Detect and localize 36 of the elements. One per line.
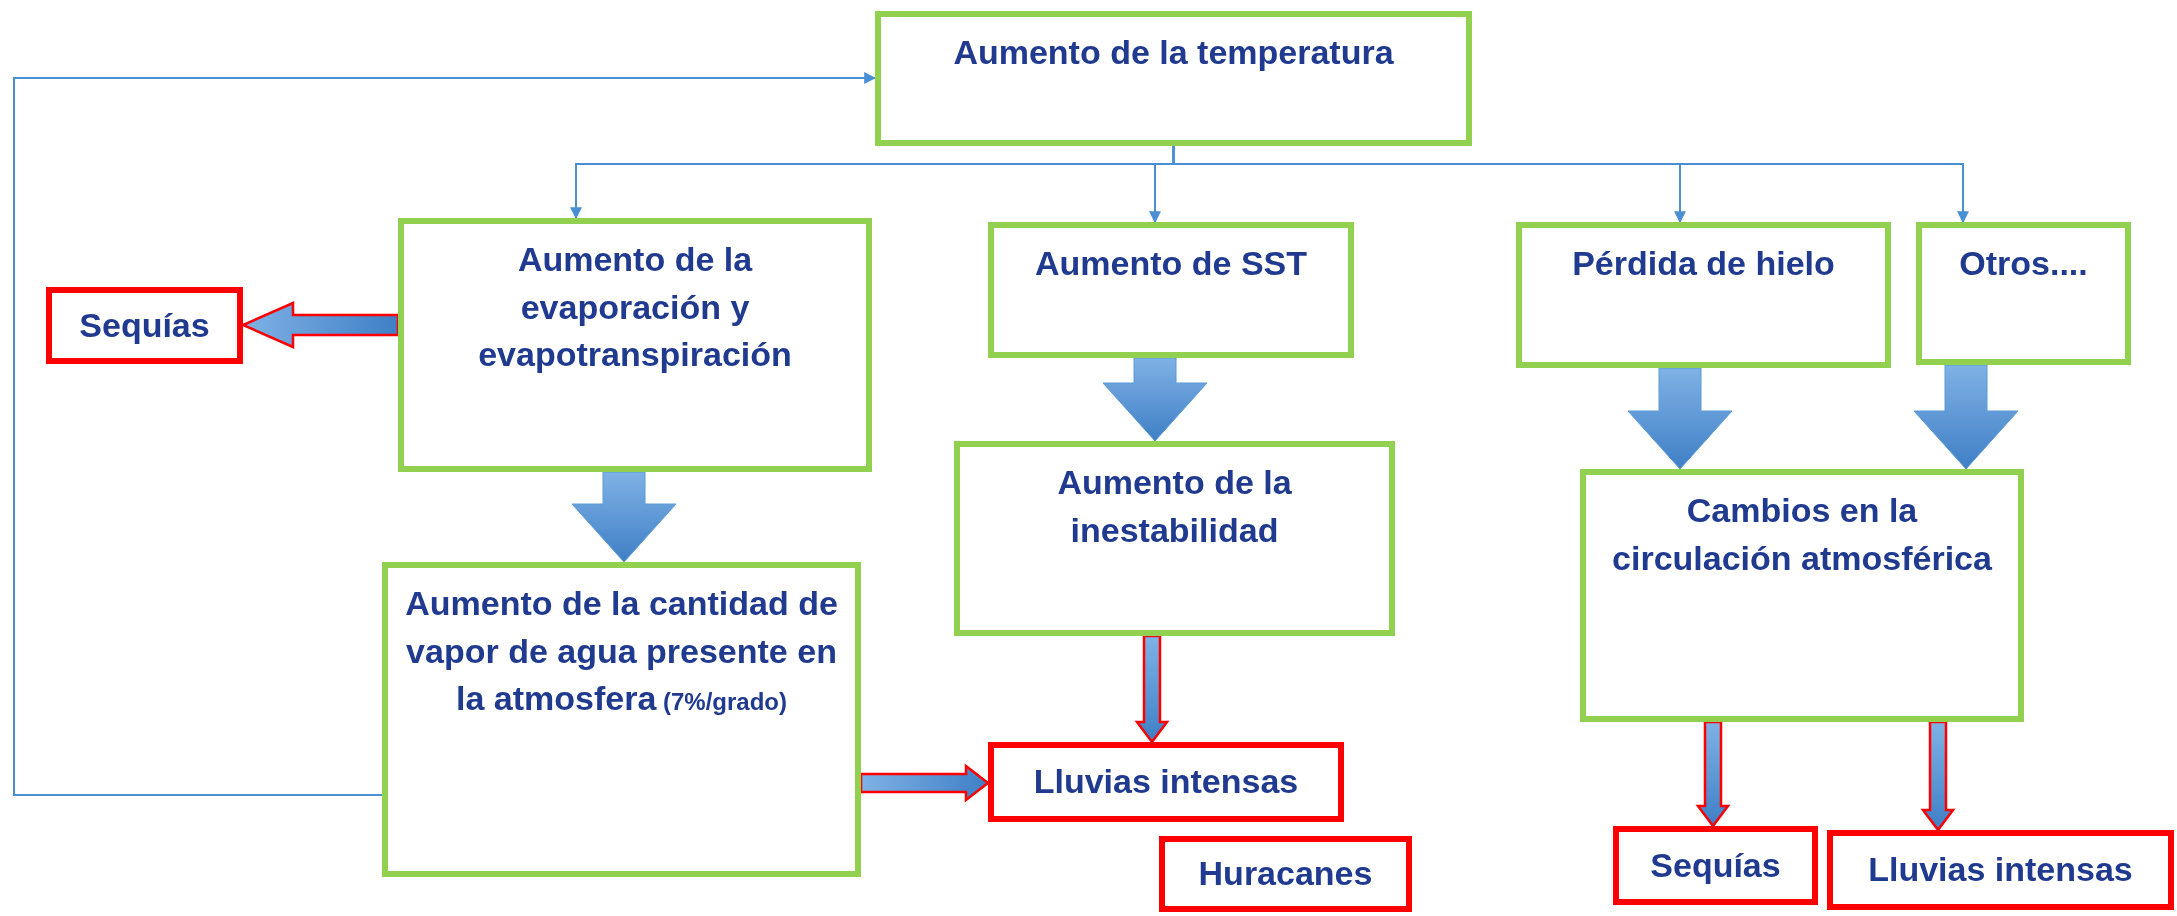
arrow <box>13 72 877 796</box>
node-text: Lluvias intensas <box>1868 849 2133 891</box>
node-text: Cambios en la circulación atmosférica <box>1611 490 1993 579</box>
block-arrow <box>1920 720 1956 833</box>
block-arrow <box>1695 720 1731 829</box>
outcome-box <box>1827 830 2174 910</box>
process-box <box>875 11 1472 146</box>
node-text: Aumento de la inestabilidad <box>1056 462 1293 551</box>
node-text: Aumento de la cantidad de vapor de agua presente en la atmosfera (7%/grado) <box>404 583 839 720</box>
node-text: Aumento de SST <box>1035 243 1307 284</box>
outcome-box <box>988 742 1344 822</box>
node-text: Otros.... <box>1959 243 2088 284</box>
process-box <box>954 441 1395 636</box>
block-arrow <box>859 763 991 803</box>
node-text: Huracanes <box>1198 853 1373 895</box>
process-box <box>1516 222 1891 368</box>
node-text: Aumento de la evaporación y evapotranspiración <box>477 239 793 376</box>
node-text: Aumento de la temperatura <box>953 32 1394 73</box>
block-arrow <box>1913 364 2019 470</box>
process-box <box>1580 469 2024 722</box>
process-box <box>398 218 872 472</box>
arrow <box>1172 145 1969 224</box>
node-text: Sequías <box>79 304 210 346</box>
block-arrow <box>1102 357 1208 442</box>
process-box <box>1916 222 2131 365</box>
node-text: Lluvias intensas <box>1033 761 1299 803</box>
block-arrow <box>1134 634 1170 745</box>
block-arrow <box>571 471 677 563</box>
process-box <box>382 562 861 877</box>
outcome-box <box>46 287 243 364</box>
process-box <box>988 222 1354 358</box>
outcome-box <box>1159 836 1412 912</box>
block-arrow <box>1627 367 1733 470</box>
node-text: Sequías <box>1650 844 1781 886</box>
node-text: Pérdida de hielo <box>1572 243 1835 284</box>
outcome-box <box>1613 826 1818 905</box>
